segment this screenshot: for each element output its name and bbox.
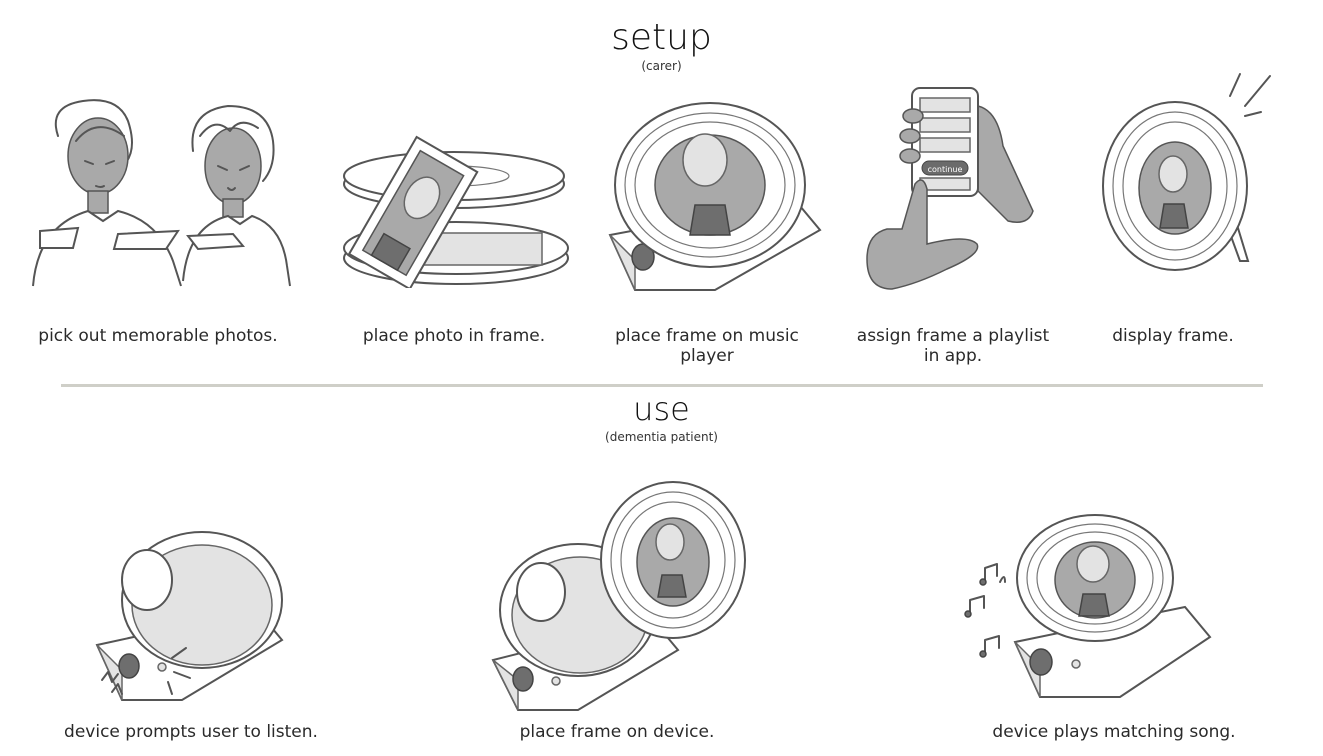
phone-app-illustration: continue [866, 87, 1034, 290]
device-prompting-illustration [95, 531, 284, 701]
use-step-3-caption: device plays matching song. [992, 722, 1236, 742]
people-with-photos-illustration [32, 99, 291, 287]
use-step-1-caption: device prompts user to listen. [64, 722, 318, 742]
device-playing-illustration [964, 514, 1212, 698]
setup-step-5-caption: display frame. [1112, 326, 1234, 346]
use-subtitle: (dementia patient) [605, 430, 718, 444]
photo-into-frame-illustration [343, 135, 569, 288]
frame-on-player-illustration [608, 102, 822, 291]
setup-step-1-caption: pick out memorable photos. [38, 326, 278, 346]
use-title: use [633, 390, 690, 428]
section-divider [61, 384, 1263, 387]
setup-subtitle: (carer) [641, 59, 682, 73]
displayed-frame-illustration [1102, 73, 1271, 271]
setup-title: setup [611, 17, 712, 58]
continue-button-label: continue [928, 165, 963, 174]
setup-step-2-caption: place photo in frame. [362, 326, 546, 346]
frame-to-device-illustration [491, 481, 746, 711]
use-step-2-caption: place frame on device. [519, 722, 715, 742]
setup-step-3-caption: place frame on music player [615, 326, 799, 366]
setup-step-4-caption: assign frame a playlist in app. [856, 326, 1050, 366]
continue-button [921, 160, 969, 176]
